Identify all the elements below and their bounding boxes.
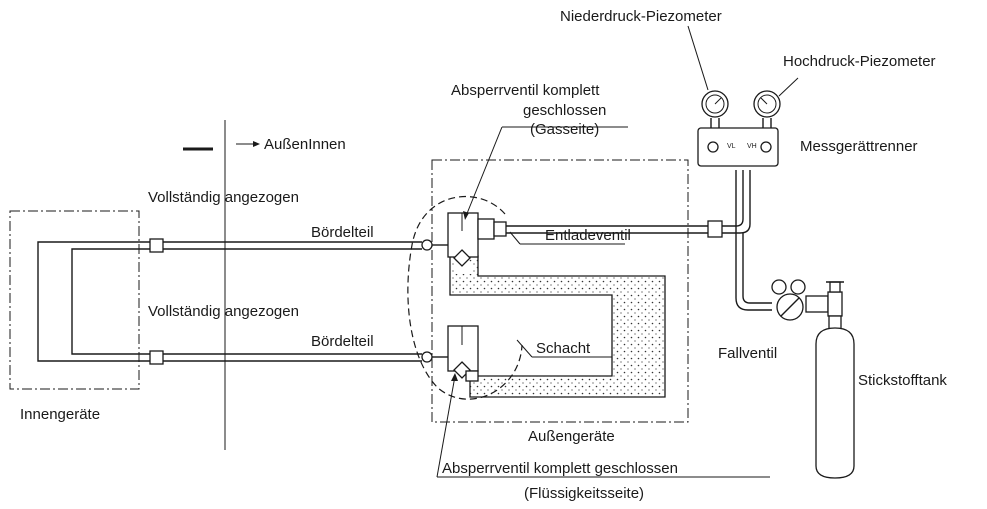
label-absperr-liquid-1: Absperrventil komplett geschlossen: [442, 460, 678, 477]
nitrogen-tank: [815, 315, 855, 479]
label-absperr-gas-3: (Gasseite): [530, 121, 599, 138]
inside-arrow: [236, 141, 260, 147]
liquid-pipe: [149, 350, 433, 365]
label-fallventil: Fallventil: [718, 345, 777, 362]
gauge-manifold: VL VH: [697, 118, 779, 167]
label-aussengeraete: Außengeräte: [528, 428, 615, 445]
leader-absperr-liquid: [436, 373, 770, 478]
valve-focus-circle: [407, 195, 523, 400]
nitrogen-hose: [735, 170, 772, 311]
liquid-shutoff-valve: [432, 325, 479, 382]
gas-shutoff-valve: [432, 212, 507, 267]
label-schacht: Schacht: [536, 340, 591, 357]
leader-entladeventil: [509, 231, 625, 245]
label-niederdruck: Niederdruck-Piezometer: [560, 8, 722, 25]
indoor-pipe-loop: [37, 241, 150, 362]
label-absperr-gas-1: Absperrventil komplett: [451, 82, 600, 99]
label-boerdel-top: Bördelteil: [311, 224, 374, 241]
label-absperr-liquid-2: (Flüssigkeitsseite): [524, 485, 644, 502]
label-innengeraete: Innengeräte: [20, 406, 100, 423]
label-stickstofftank: Stickstofftank: [858, 372, 947, 389]
high-pressure-gauge: [753, 90, 781, 118]
leader-hochdruck: [778, 77, 799, 97]
label-messgeraet: Messgerättrenner: [800, 138, 918, 155]
indoor-unit-boundary: [9, 210, 140, 390]
gauge-vl-label: VL: [727, 143, 736, 150]
low-pressure-gauge: [701, 90, 729, 118]
leader-niederdruck: [687, 25, 709, 91]
label-aussen-innen: AußenInnen: [264, 136, 346, 153]
outdoor-unit-boundary: [431, 159, 689, 423]
leader-absperr-gas: [463, 126, 628, 220]
gauge-vh-label: VH: [747, 143, 757, 150]
label-angezogen-top: Vollständig angezogen: [148, 189, 299, 206]
outdoor-duct: [449, 255, 666, 398]
leader-schacht: [516, 339, 612, 358]
label-entladeventil: Entladeventil: [545, 227, 631, 244]
label-boerdel-bottom: Bördelteil: [311, 333, 374, 350]
drop-valve: [771, 279, 844, 321]
label-absperr-gas-2: geschlossen: [523, 102, 606, 119]
label-angezogen-bottom: Vollständig angezogen: [148, 303, 299, 320]
label-hochdruck: Hochdruck-Piezometer: [783, 53, 936, 70]
gas-pipe: [149, 238, 433, 253]
